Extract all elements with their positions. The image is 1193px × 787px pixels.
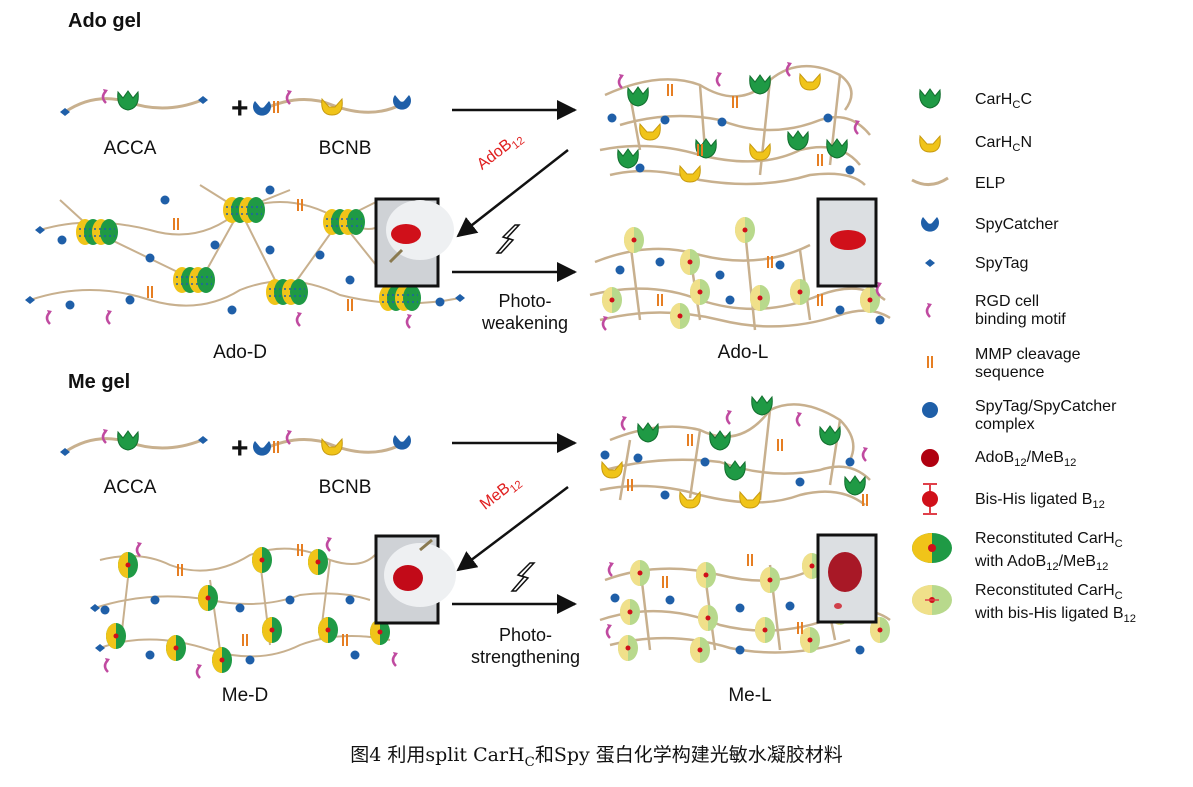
me-process-line2: strengthening	[470, 647, 581, 667]
ado-acca-label: ACCA	[103, 138, 157, 159]
me-acca-label: ACCA	[103, 477, 157, 498]
me-process-label: Photo- strengthening	[458, 624, 593, 668]
legend-spycatcher: SpyCatcher	[975, 216, 1059, 233]
figure-caption: 图4 利用split CarHC和Spy 蛋白化学构建光敏水凝胶材料	[350, 744, 843, 770]
legend-carhc-n-icon	[919, 135, 941, 153]
me-d-network	[94, 547, 391, 658]
me-d-photo	[374, 534, 456, 625]
ado-process-line2: weakening	[481, 313, 569, 333]
ado-reagent-arrow	[456, 149, 569, 238]
legend-recon2-icon	[912, 585, 952, 615]
ado-process-label: Photo- weakening	[470, 290, 580, 334]
me-light-icon	[510, 562, 536, 592]
ado-d-photo	[374, 197, 454, 288]
me-reagent-arrow	[456, 486, 569, 572]
legend-mmp-icon	[927, 355, 933, 369]
legend-recon1-line1: Reconstituted CarHC	[975, 530, 1123, 551]
legend-rgd-line2: binding motif	[975, 311, 1066, 328]
legend-spytag-icon	[925, 259, 935, 267]
legend-rgd-icon	[925, 301, 934, 319]
ado-acca-molecule	[60, 87, 208, 116]
legend-complex-line2: complex	[975, 416, 1035, 433]
legend-recon1: Reconstituted CarHC with AdoB12/MeB12	[975, 530, 1123, 576]
legend-complex: SpyTag/SpyCatcher complex	[975, 398, 1116, 434]
legend-recon1-line2: with AdoB12/MeB12	[975, 553, 1109, 574]
ado-d-label: Ado-D	[213, 342, 267, 363]
legend-complex-icon	[922, 402, 938, 418]
legend-recon2-line1: Reconstituted CarHC	[975, 582, 1123, 603]
ado-l-photo	[816, 197, 878, 288]
legend-spytag: SpyTag	[975, 255, 1029, 272]
legend-carhc-n: CarHCN	[975, 134, 1032, 155]
legend-recon1-icon	[912, 533, 952, 563]
svg-text:+: +	[231, 92, 249, 125]
me-gel-title: Me gel	[68, 371, 131, 393]
me-acca-molecule	[60, 427, 208, 456]
legend-bishis: Bis-His ligated B12	[975, 491, 1105, 512]
ado-bcnb-label: BCNB	[318, 138, 372, 159]
legend-bishis-icon	[922, 483, 938, 515]
ado-l-label: Ado-L	[717, 342, 769, 363]
legend-icons	[911, 88, 952, 615]
legend-mmp: MMP cleavage sequence	[975, 346, 1081, 382]
legend-mmp-line2: sequence	[975, 364, 1045, 381]
me-l-label: Me-L	[728, 685, 772, 706]
ado-gel-title: Ado gel	[68, 10, 142, 32]
legend-mmp-line1: MMP cleavage	[975, 346, 1081, 363]
legend-recon2: Reconstituted CarHC with bis-His ligated…	[975, 582, 1136, 628]
legend-recon2-line2: with bis-His ligated B12	[975, 605, 1136, 626]
legend-complex-line1: SpyTag/SpyCatcher	[975, 398, 1117, 415]
me-d-label: Me-D	[221, 685, 269, 706]
ado-l-nodes	[607, 60, 862, 183]
legend-b12-icon	[921, 449, 939, 467]
legend-elp-icon	[911, 176, 949, 186]
legend-carhc-c: CarHCC	[975, 91, 1032, 112]
legend-spycatcher-icon	[921, 217, 939, 232]
me-l-photo	[816, 533, 878, 624]
ado-bcnb-molecule	[253, 88, 411, 116]
svg-text:+: +	[231, 432, 249, 465]
legend-rgd: RGD cell binding motif	[975, 293, 1066, 329]
legend-rgd-line1: RGD cell	[975, 293, 1040, 310]
legend-b12: AdoB12/MeB12	[975, 449, 1077, 470]
me-bcnb-molecule	[253, 428, 411, 456]
ado-light-icon	[495, 224, 521, 254]
ado-process-line1: Photo-	[498, 291, 552, 311]
legend-carhc-c-icon	[919, 88, 941, 109]
legend-elp: ELP	[975, 175, 1006, 192]
me-bcnb-label: BCNB	[318, 477, 372, 498]
me-process-line1: Photo-	[498, 625, 553, 645]
